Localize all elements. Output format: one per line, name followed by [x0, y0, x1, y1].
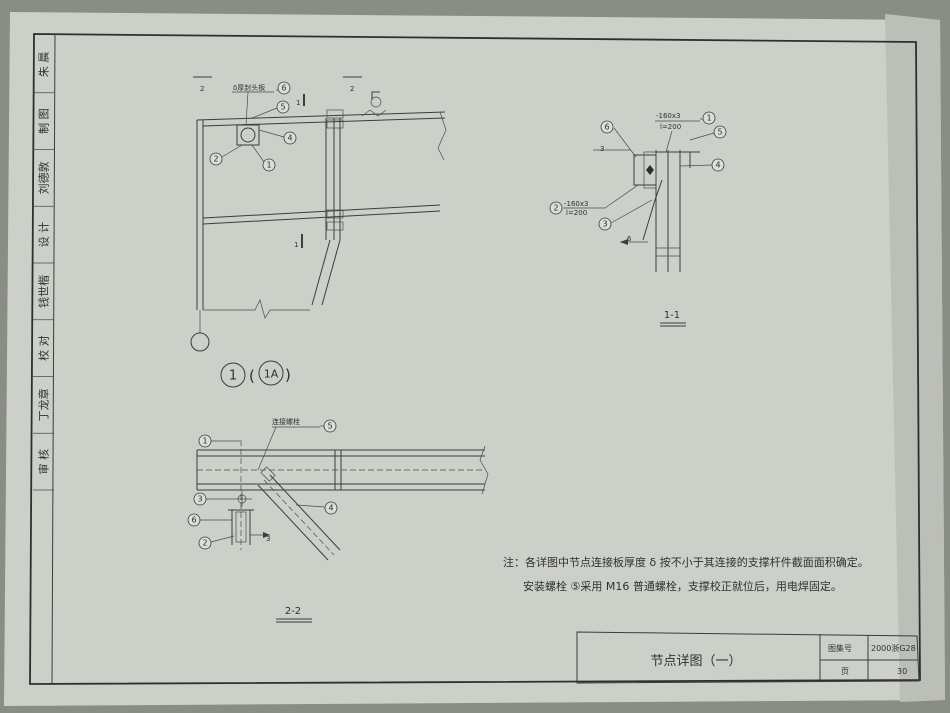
paper-background	[4, 12, 945, 706]
side-strip-cell: 制 图	[38, 108, 51, 134]
cut-mark-bottom: 1	[294, 241, 298, 249]
bubble-1-1-6: 6	[604, 123, 609, 132]
side-strip-cell: 校 对	[37, 335, 51, 361]
detail-title-1a-circle	[258, 360, 284, 386]
detail-title-1-circle	[220, 362, 246, 388]
drawing-frame	[29, 33, 921, 685]
title-block: 节点详图（一） 图集号 2000浙G28 页 30	[576, 631, 920, 684]
side-strip-cell: 钱世楷	[37, 275, 51, 308]
weld-mark-bottom: 6	[627, 235, 632, 243]
bubble-1-1-3: 3	[602, 220, 607, 229]
atlas-value: 2000浙G28	[871, 643, 916, 653]
bubble-main-4: 4	[287, 134, 292, 143]
side-strip-cell: 朱 晨	[38, 52, 51, 78]
bubble-2-2-2: 2	[202, 539, 207, 548]
notes: 注：各详图中节点连接板厚度 δ 按不小于其连接的支撑杆件截面面积确定。 安装螺栓…	[503, 555, 869, 593]
side-strip-cell: 丁龙章	[37, 388, 51, 421]
bubble-main-5: 5	[280, 103, 285, 112]
page-value: 30	[897, 667, 907, 676]
bubble-1-1-5: 5	[717, 128, 722, 137]
bubble-2-2-1: 1	[202, 437, 207, 446]
paper-fold-shadow	[885, 14, 945, 702]
detail-1-1: -160x3 l=200 -160x3 l=200 3 6 6 1 5 4 2 …	[549, 111, 727, 327]
bubble-2-2-4: 4	[328, 504, 333, 513]
page-label: 页	[841, 667, 849, 676]
note-line-1: 注：各详图中节点连接板厚度 δ 按不小于其连接的支撑杆件截面面积确定。	[503, 555, 869, 569]
bubble-main-6: 6	[281, 84, 286, 93]
weld-mark-top: 3	[600, 145, 604, 153]
section-mark-right: 2	[350, 85, 354, 93]
note-line-2: 安装螺栓 ⑤采用 M16 普通螺栓，支撑校正就位后，用电焊固定。	[523, 579, 842, 593]
plate-spec-left: -160x3	[564, 200, 588, 208]
drawing-title: 节点详图（一）	[650, 654, 741, 669]
plate-len-top: l=200	[660, 123, 681, 131]
detail-title-paren-open: (	[249, 367, 255, 385]
bubble-main-1: 1	[266, 161, 271, 170]
weld-mark-2-2: 3	[266, 535, 270, 543]
end-plate-label: δ厚封头板	[233, 83, 265, 92]
cut-mark-top: 1	[296, 99, 300, 107]
section-mark-left: 2	[200, 85, 204, 93]
side-strip-cell: 设 计	[38, 222, 51, 248]
side-strip-cell: 刘德敦	[37, 161, 51, 194]
side-strip-divider	[51, 33, 56, 685]
bubble-2-2-5: 5	[327, 422, 332, 431]
detail-main: 2 2 1 1	[190, 76, 447, 388]
plate-len-left: l=200	[566, 209, 587, 217]
detail-title-1: 1	[229, 369, 237, 384]
bubble-1-1-1: 1	[706, 114, 711, 123]
plate-spec-top: -160x3	[656, 112, 680, 120]
detail-2-2-title: 2-2	[285, 606, 301, 617]
bubble-1-1-2: 2	[553, 204, 558, 213]
bubble-2-2-3: 3	[197, 495, 202, 504]
atlas-label: 图集号	[828, 643, 852, 653]
bubble-main-2: 2	[213, 155, 218, 164]
bubble-2-2-6: 6	[191, 516, 196, 525]
detail-title-paren-close: )	[285, 366, 291, 384]
detail-1-1-title: 1-1	[664, 310, 680, 321]
side-strip-cell: 审 核	[37, 449, 51, 475]
detail-title-1a: 1A	[264, 368, 279, 381]
bubble-1-1-4: 4	[715, 161, 720, 170]
detail-2-2: 3 连接螺栓 1 5 3 4 6 2 2-2	[187, 417, 489, 623]
bolt-label: 连接螺栓	[272, 417, 300, 426]
